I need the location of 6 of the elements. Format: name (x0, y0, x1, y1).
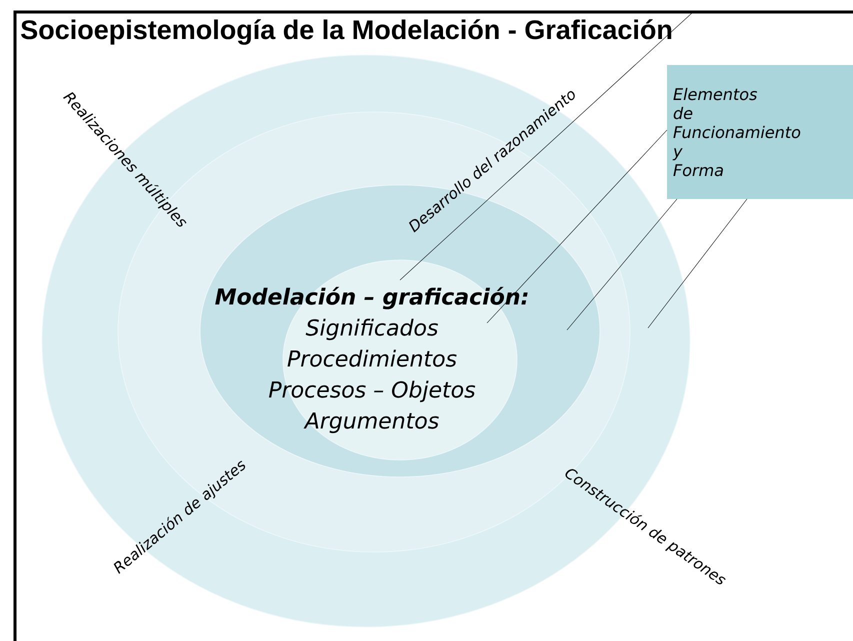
leader-line (648, 198, 748, 328)
text-box: Elementos de Funcionamiento y Forma (667, 65, 853, 199)
leader-line (400, 12, 694, 280)
title: Socioepistemología de la Modelación - Graficación (21, 19, 672, 45)
leader-line (566, 198, 678, 330)
leader-line (486, 130, 668, 324)
